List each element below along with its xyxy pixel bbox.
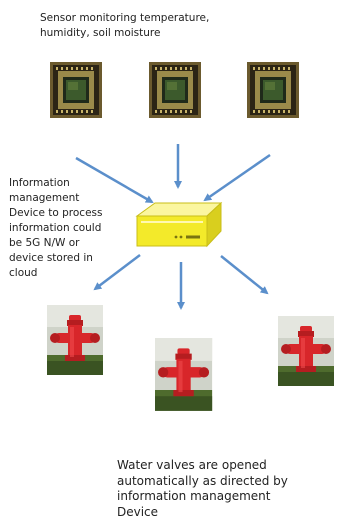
arrow-sensor-right-to-device: [203, 153, 271, 202]
arrow-sensor-left-to-device: [75, 156, 154, 204]
sensor-caption: Sensor monitoring temperature, humidity,…: [40, 12, 210, 39]
valve-image-center: [155, 338, 213, 411]
valve-image-right: [278, 316, 334, 386]
arrow-device-to-valve-left: [93, 254, 141, 291]
sensor-image-left: [50, 62, 102, 118]
sensor-image-right: [247, 62, 299, 118]
valve-image-left: [47, 305, 103, 375]
sensor-image-center: [149, 62, 201, 118]
device-caption: Information management Device to process…: [9, 177, 103, 279]
arrow-device-to-valve-right: [220, 255, 269, 295]
server-box-icon: [135, 201, 223, 248]
valve-caption: Water valves are opened automatically as…: [117, 458, 288, 519]
